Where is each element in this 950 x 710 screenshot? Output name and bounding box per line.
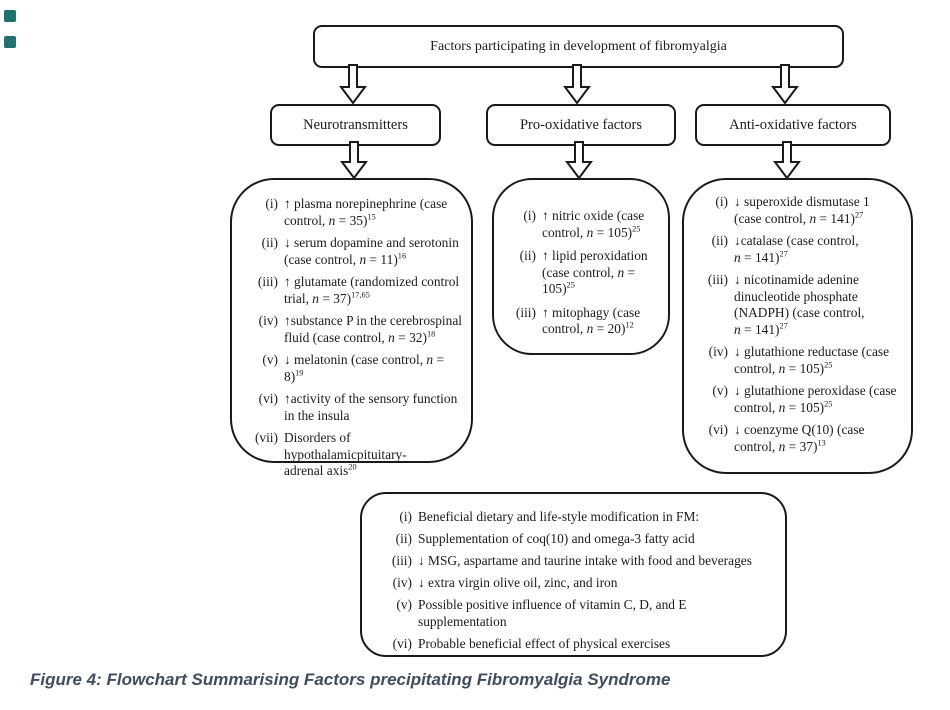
item-numeral: (ii) xyxy=(711,233,728,248)
item-text: ↓ extra virgin olive oil, zinc, and iron xyxy=(418,575,618,590)
item-text: ↓catalase (case control,n = 141)27 xyxy=(734,233,859,265)
item-numeral: (iv) xyxy=(708,344,728,359)
root-box-label: Factors participating in development of … xyxy=(430,38,727,54)
item-numeral: (iv) xyxy=(392,575,412,590)
item-numeral: (iii) xyxy=(515,304,536,320)
item-numeral: (vi) xyxy=(392,636,412,651)
item-text: ↑ lipid peroxidation(case control, n = 1… xyxy=(542,248,648,296)
list-item: (ii) ↑ lipid peroxidation(case control, … xyxy=(504,248,662,298)
item-numeral: (vi) xyxy=(258,391,278,406)
item-text: Supplementation of coq(10) and omega-3 f… xyxy=(418,531,695,546)
item-numeral: (i) xyxy=(523,208,536,223)
item-numeral: (iii) xyxy=(707,272,728,287)
item-numeral: (ii) xyxy=(261,235,278,250)
item-text: ↓ MSG, aspartame and taurine intake with… xyxy=(418,553,752,568)
list-item: (ii) Supplementation of coq(10) and omeg… xyxy=(376,530,777,547)
down-arrow-icon xyxy=(565,141,593,179)
branch-header-label: Neurotransmitters xyxy=(303,116,408,133)
list-item: (ii) ↓catalase (case control,n = 141)27 xyxy=(692,233,905,266)
list-item: (i) Beneficial dietary and life-style mo… xyxy=(376,508,777,525)
branch-header-label: Pro-oxidative factors xyxy=(519,116,642,133)
item-text: Probable beneficial effect of physical e… xyxy=(418,636,671,651)
item-numeral: (v) xyxy=(262,352,278,367)
figure-caption: Figure 4: Flowchart Summarising Factors … xyxy=(30,670,671,689)
item-text: ↓ superoxide dismutase 1(case control, n… xyxy=(734,194,870,226)
down-arrow-icon xyxy=(563,64,591,104)
list-item: (i) ↓ superoxide dismutase 1(case contro… xyxy=(692,194,905,227)
summary-box: (i) Beneficial dietary and life-style mo… xyxy=(360,492,787,657)
item-numeral: (v) xyxy=(712,383,728,398)
branch-header-neurotransmitters: Neurotransmitters xyxy=(270,104,441,146)
item-numeral: (iii) xyxy=(391,553,412,568)
detail-box-anti-oxidative: (i) ↓ superoxide dismutase 1(case contro… xyxy=(682,178,913,474)
item-numeral: (i) xyxy=(265,196,278,211)
down-arrow-icon xyxy=(339,64,367,104)
item-text: Possible positive influence of vitamin C… xyxy=(418,597,687,629)
item-text: Beneficial dietary and life-style modifi… xyxy=(418,509,700,524)
item-numeral: (ii) xyxy=(395,531,412,546)
item-text: ↓ melatonin (case control, n = 8)19 xyxy=(284,352,445,384)
down-arrow-icon xyxy=(340,141,368,179)
down-arrow-icon xyxy=(773,141,801,179)
list-item: (iii) ↓ MSG, aspartame and taurine intak… xyxy=(376,552,777,569)
teal-bullet-square xyxy=(4,10,16,22)
list-item: (v) Possible positive influence of vitam… xyxy=(376,596,777,630)
teal-bullet-square xyxy=(4,36,16,48)
root-box: Factors participating in development of … xyxy=(313,25,844,68)
list-item: (v) ↓ melatonin (case control, n = 8)19 xyxy=(244,352,463,385)
item-text: Disorders of hypothalamicpituitary-adren… xyxy=(284,430,407,478)
item-numeral: (v) xyxy=(396,597,412,612)
item-numeral: (vii) xyxy=(254,430,278,445)
item-numeral: (iii) xyxy=(257,274,278,289)
item-numeral: (i) xyxy=(715,194,728,209)
item-numeral: (i) xyxy=(399,509,412,524)
list-item: (ii) ↓ serum dopamine and serotonin(case… xyxy=(244,235,463,268)
list-item: (vii) Disorders of hypothalamicpituitary… xyxy=(244,430,463,480)
item-text: ↓ serum dopamine and serotonin(case cont… xyxy=(284,235,459,267)
list-item: (vi) Probable beneficial effect of physi… xyxy=(376,635,777,652)
item-numeral: (iv) xyxy=(258,313,278,328)
item-numeral: (ii) xyxy=(519,248,536,263)
item-numeral: (vi) xyxy=(708,422,728,437)
branch-header-label: Anti-oxidative factors xyxy=(729,116,857,133)
branch-header-anti-oxidative: Anti-oxidative factors xyxy=(695,104,891,146)
down-arrow-icon xyxy=(771,64,799,104)
list-item: (iv) ↓ extra virgin olive oil, zinc, and… xyxy=(376,574,777,591)
branch-header-pro-oxidative: Pro-oxidative factors xyxy=(486,104,676,146)
